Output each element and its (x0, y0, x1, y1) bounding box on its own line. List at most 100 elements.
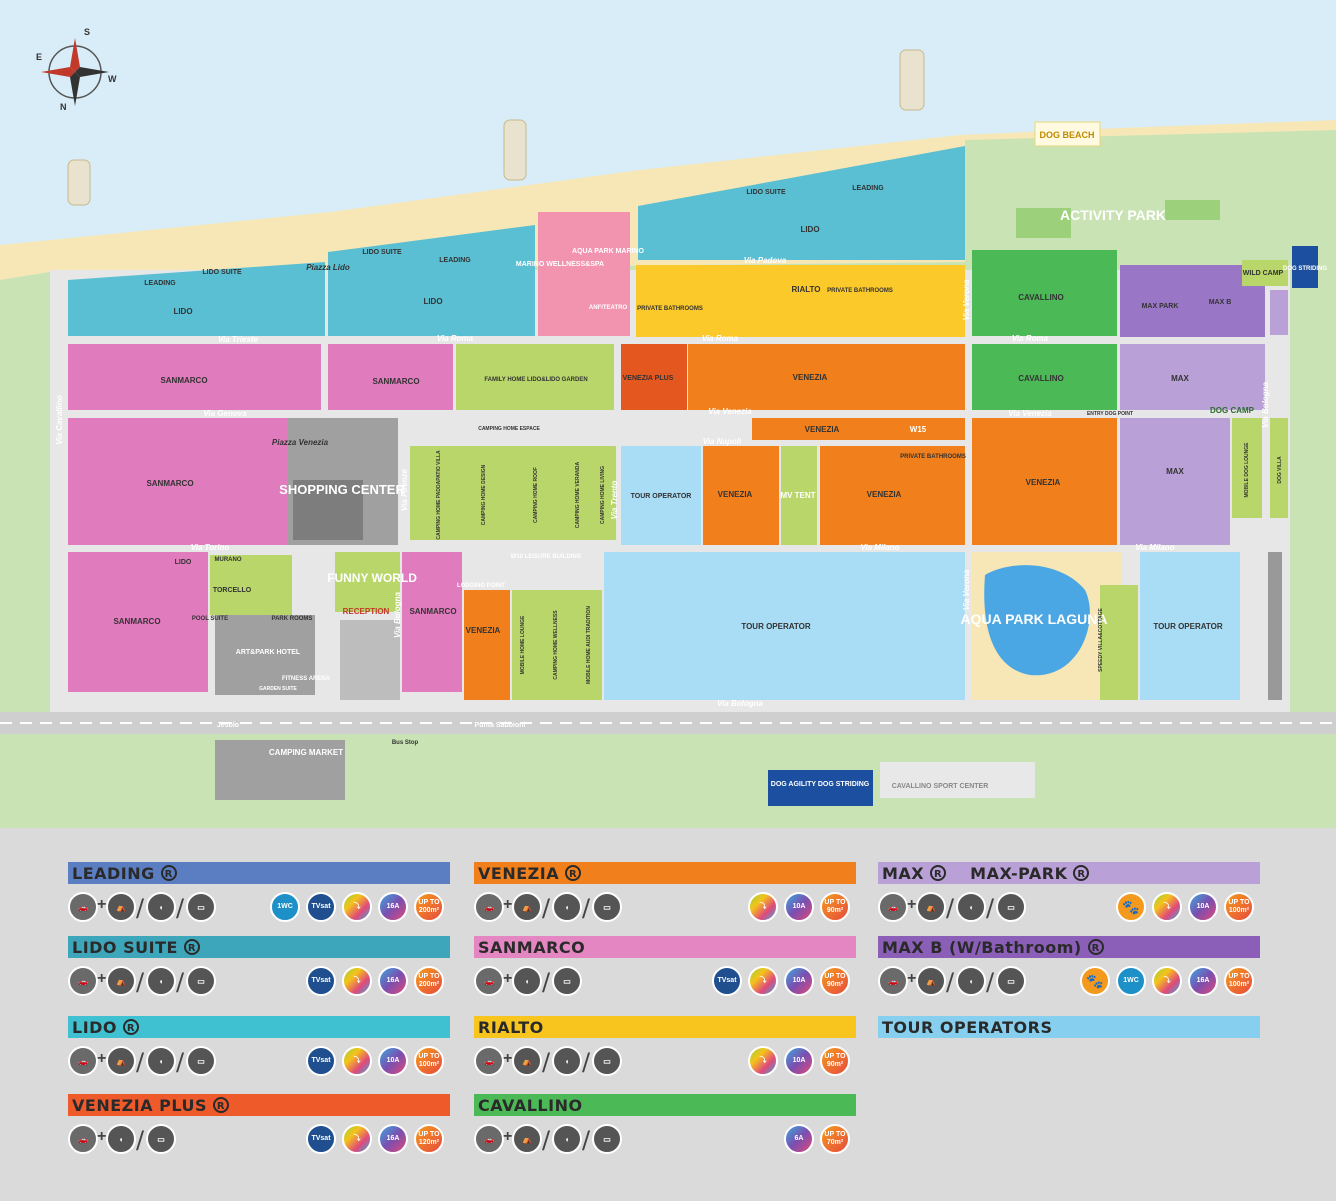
street-milano-2: Via Milano (1135, 543, 1174, 552)
legend-title: CAVALLINO (474, 1094, 856, 1116)
area-size-icon: UP TO 70m² (820, 1124, 850, 1154)
caravan-icon: ◖ (106, 1124, 136, 1154)
mobile-dog-lounge-label: MOBILE DOG LOUNGE (1244, 442, 1250, 498)
street-firenze: Via Firenze (400, 468, 409, 510)
venezia-1: VENEZIA (793, 373, 828, 382)
wc-icon: 1WC (1116, 966, 1146, 996)
mobile-home-7: CAMPING HOME WELLNESS (553, 610, 559, 680)
sanmarco-4: SANMARCO (113, 617, 160, 626)
water-tap-icon: ⤵ (748, 892, 778, 922)
legend-tour-operators: TOUR OPERATORS (878, 1016, 1260, 1038)
amperage-icon: 16A (378, 966, 408, 996)
tent-icon: ⛺ (512, 1124, 542, 1154)
legend-title: TOUR OPERATORS (878, 1016, 1260, 1038)
street-bologna: Via Bologna (717, 699, 763, 708)
street-milano-1: Via Milano (860, 543, 899, 552)
max-b-label: MAX B (1209, 299, 1232, 306)
camper-icon: ▭ (146, 1124, 176, 1154)
amperage-icon: 10A (784, 1046, 814, 1076)
tv-icon: TVsat (712, 966, 742, 996)
compass-s: N (60, 102, 67, 112)
private-bathrooms-2: PRIVATE BATHROOMS (827, 288, 893, 294)
legend-title: SANMARCO (474, 936, 856, 958)
camping-home-espace-label: CAMPING HOME ESPACE (478, 426, 540, 432)
dog-paw-icon: 🐾 (1116, 892, 1146, 922)
aqua-park-marino-label: AQUA PARK MARINO (572, 248, 644, 255)
tent-icon: ⛺ (916, 892, 946, 922)
amperage-icon: 6A (784, 1124, 814, 1154)
camper-icon: ▭ (552, 966, 582, 996)
dog-agility-label: DOG AGILITY DOG STRIDING (771, 781, 870, 788)
car-icon: 🚗 (68, 1046, 98, 1076)
dog-paw-icon: 🐾 (1080, 966, 1110, 996)
tent-icon: ⛺ (106, 966, 136, 996)
lido-suite-1: LIDO SUITE (202, 269, 242, 276)
caravan-icon: ◖ (956, 966, 986, 996)
tent-icon: ⛺ (512, 892, 542, 922)
car-icon: 🚗 (68, 1124, 98, 1154)
tour-operator-2: TOUR OPERATOR (741, 622, 811, 631)
caravan-icon: ◖ (552, 1046, 582, 1076)
tv-icon: TVsat (306, 1124, 336, 1154)
compass-n: S (84, 27, 90, 37)
car-icon: 🚗 (474, 1124, 504, 1154)
w15-label: W15 (910, 425, 927, 434)
cavallino-2: CAVALLINO (1018, 374, 1063, 383)
compass-w: W (108, 74, 117, 84)
leading-3: LEADING (852, 185, 884, 192)
tv-icon: TVsat (306, 1046, 336, 1076)
wc-icon: 1WC (270, 892, 300, 922)
camper-icon: ▭ (592, 892, 622, 922)
amperage-icon: 16A (378, 1124, 408, 1154)
water-tap-icon: ⤵ (748, 1046, 778, 1076)
lido-suite-2: LIDO SUITE (362, 249, 402, 256)
water-tap-icon: ⤵ (1152, 966, 1182, 996)
caravan-icon: ◖ (552, 1124, 582, 1154)
camper-icon: ▭ (996, 892, 1026, 922)
area-size-icon: UP TO 90m² (820, 966, 850, 996)
caravan-icon: ◖ (956, 892, 986, 922)
street-cavallino: Via Cavallino (55, 395, 64, 445)
max-park-label: MAX PARK (1142, 303, 1179, 310)
street-genova: Via Genova (203, 409, 247, 418)
street-napoli: Via Napoli (703, 437, 742, 446)
amperage-icon: 10A (1188, 892, 1218, 922)
punta-sabbioni-label: Punta Sabbioni (475, 722, 526, 729)
amperage-icon: 16A (1188, 966, 1218, 996)
activity-park-label: ACTIVITY PARK (1060, 207, 1166, 223)
speedy-villa-label: SPEEDY VILLA&COTTAGE (1098, 607, 1104, 671)
street-roma-3: Via Roma (1012, 334, 1049, 343)
camper-icon: ▭ (186, 966, 216, 996)
sport-center-label: CAVALLINO SPORT CENTER (892, 783, 989, 790)
venezia-4: VENEZIA (867, 490, 902, 499)
car-icon: 🚗 (474, 892, 504, 922)
venezia-3: VENEZIA (718, 490, 753, 499)
camper-icon: ▭ (186, 892, 216, 922)
street-bologna-2: Via Bologna (393, 591, 402, 637)
camper-icon: ▭ (592, 1124, 622, 1154)
camper-icon: ▭ (186, 1046, 216, 1076)
compass-icon (41, 38, 109, 106)
fitness-arena-label: FITNESS ARENA (282, 676, 331, 682)
sanmarco-3: SANMARCO (146, 479, 193, 488)
mobile-home-8: MOBILE HOME AUDI TRADITION (586, 606, 592, 684)
map-canvas: S E W N DOG BEACH ACTIVITY PARK WILD CAM… (0, 0, 1336, 828)
street-trento: Via Trento (610, 481, 619, 520)
legend-title: RIALTO (474, 1016, 856, 1038)
car-icon: 🚗 (474, 1046, 504, 1076)
area-size-icon: UP TO 90m² (820, 892, 850, 922)
dog-striding-top-label: DOG STRIDING (1283, 266, 1327, 272)
street-venezia-2: Via Venezia (1008, 409, 1052, 418)
